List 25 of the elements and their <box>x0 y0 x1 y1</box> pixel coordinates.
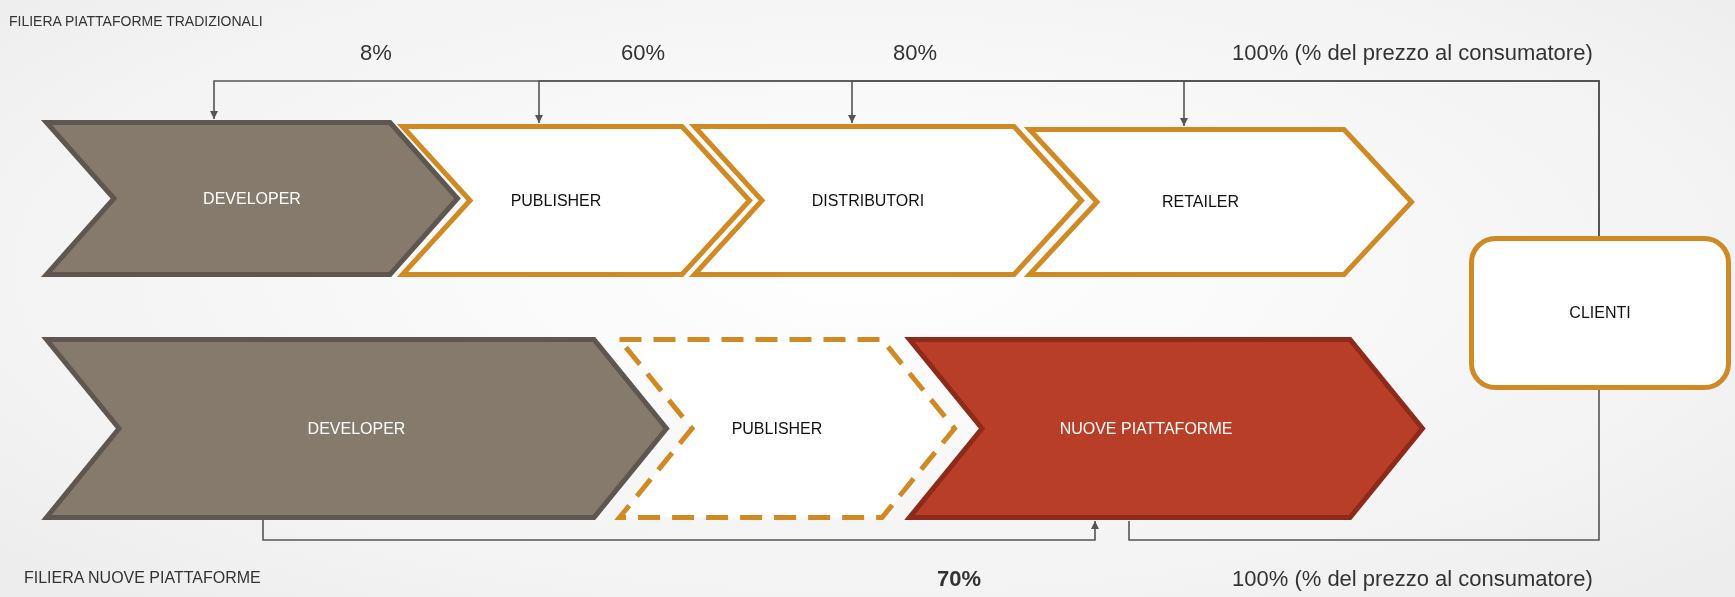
step-label: CLIENTI <box>1569 304 1631 322</box>
step-label: PUBLISHER <box>510 191 602 210</box>
chevron-step <box>44 337 669 520</box>
percentage-label: 100% (% del prezzo al consumatore) <box>1232 566 1593 592</box>
percentage-label: 60% <box>621 40 666 66</box>
chevron-step <box>400 124 752 277</box>
step-label: DISTRIBUTORI <box>811 191 925 210</box>
connector-arrow <box>262 519 1099 541</box>
step-label: NUOVE PIATTAFORME <box>1059 419 1233 438</box>
step-label: PUBLISHER <box>731 419 823 438</box>
step-label: DEVELOPER <box>203 189 301 208</box>
connector-arrow <box>1180 80 1600 237</box>
percentage-label: 80% <box>893 40 938 66</box>
chevron-step <box>44 120 460 277</box>
percentage-label: 100% (% del prezzo al consumatore) <box>1232 40 1593 66</box>
step-label: DEVELOPER <box>307 419 406 438</box>
section-title: FILIERA NUOVE PIATTAFORME <box>24 569 261 587</box>
percentage-label: 70% <box>937 566 982 592</box>
section-title: FILIERA PIATTAFORME TRADIZIONALI <box>9 13 263 29</box>
rounded-box <box>1469 236 1731 390</box>
chevron-step <box>907 337 1425 520</box>
step-label: RETAILER <box>1161 193 1240 211</box>
chevron-step <box>617 337 957 520</box>
chevron-step <box>692 124 1084 277</box>
percentage-label: 8% <box>360 40 392 66</box>
